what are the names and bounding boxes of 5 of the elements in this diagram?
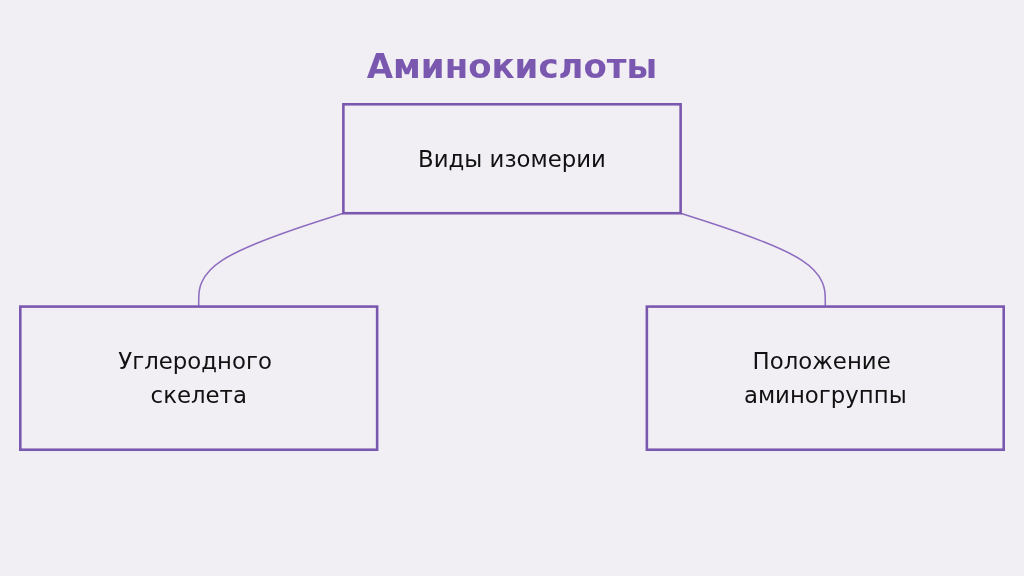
node-box bbox=[19, 305, 379, 452]
flowchart: Виды изомерии Углеродного скелета Положение аминогруппы bbox=[12, 96, 1012, 459]
node-box bbox=[342, 103, 682, 215]
node-box bbox=[645, 305, 1005, 452]
diagram-title: Аминокислоты bbox=[365, 46, 659, 86]
